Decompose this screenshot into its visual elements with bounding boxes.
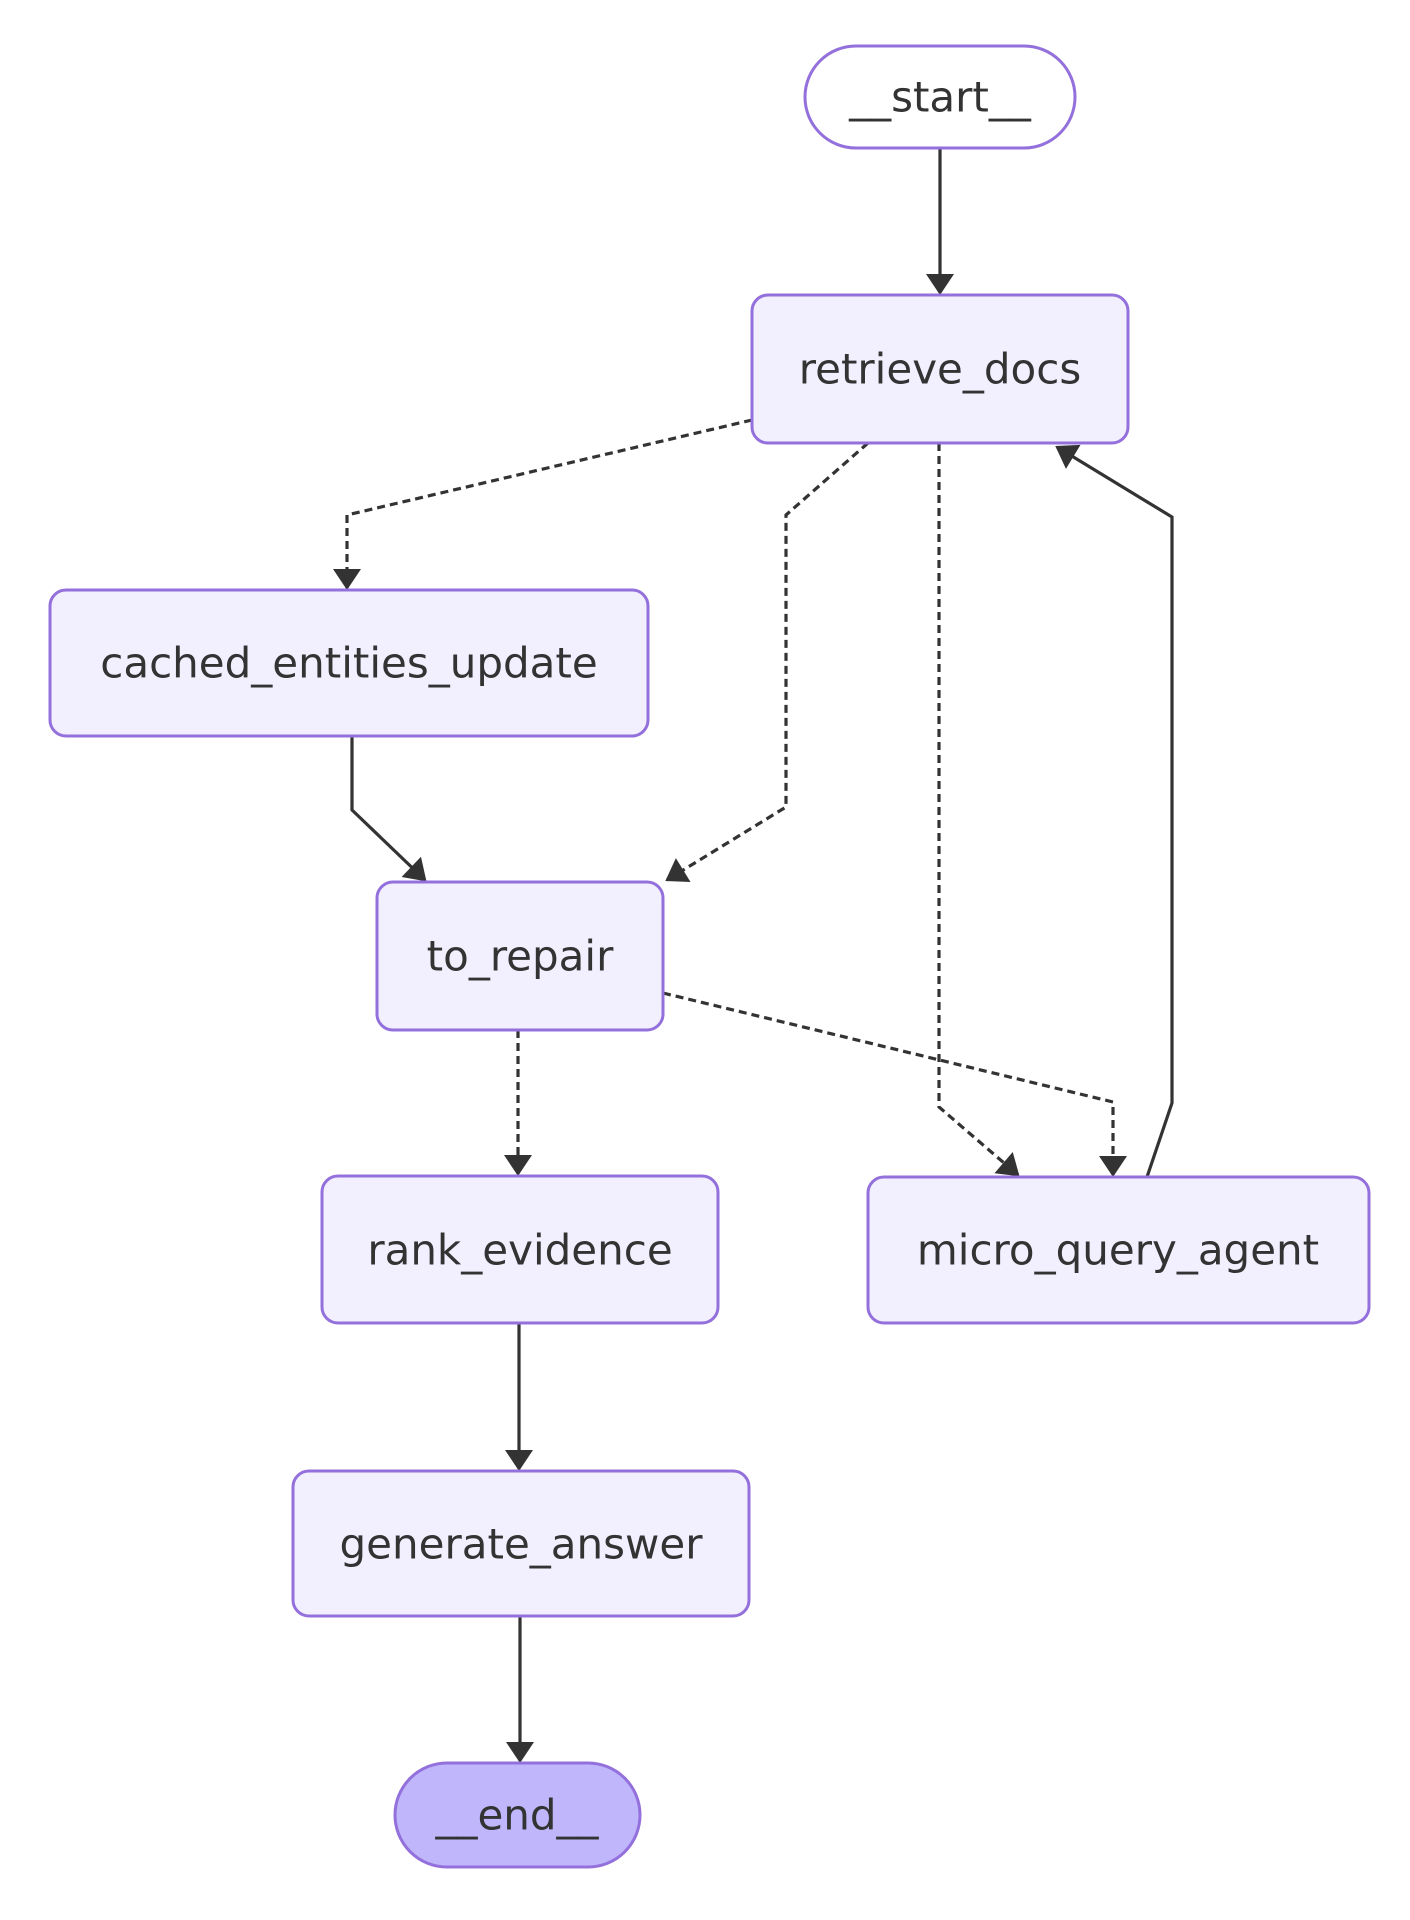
node-cached-entities-update: cached_entities_update [48, 588, 650, 738]
cached-entities-update-node-label: cached_entities_update [100, 639, 597, 688]
node-end: __end__ [393, 1761, 642, 1869]
edge-retrieve-docs-to-micro-query-agent [937, 443, 1020, 1177]
retrieve-docs-node-shape [750, 293, 1130, 445]
generate-answer-node-shape [291, 1469, 751, 1618]
cached-entities-update-node-shape [48, 588, 650, 738]
end-node-shape [393, 1761, 642, 1869]
to-repair-node-label: to_repair [427, 932, 614, 981]
end-node-label: __end__ [434, 1791, 599, 1840]
node-start: __start__ [803, 44, 1077, 150]
generate-answer-node-label: generate_answer [340, 1520, 704, 1569]
start-node-label: __start__ [848, 73, 1032, 122]
to-repair-node-shape [375, 880, 665, 1032]
rank-evidence-node-shape [320, 1174, 720, 1325]
node-to-repair: to_repair [375, 880, 665, 1032]
edge-retrieve-docs-to-to-repair [665, 441, 870, 882]
node-micro-query-agent: micro_query_agent [866, 1175, 1371, 1325]
node-retrieve-docs: retrieve_docs [750, 293, 1130, 445]
node-rank-evidence: rank_evidence [320, 1174, 720, 1325]
rank-evidence-node-label: rank_evidence [367, 1226, 672, 1275]
edge-cached-entities-update-to-to-repair [350, 736, 427, 882]
edge-retrieve-docs-to-cached-entities-update [333, 418, 753, 590]
micro-query-agent-node-label: micro_query_agent [917, 1226, 1319, 1275]
retrieve-docs-node-label: retrieve_docs [799, 345, 1081, 394]
start-node-shape [803, 44, 1077, 150]
edge-micro-query-agent-to-retrieve-docs [1055, 444, 1174, 1178]
node-generate-answer: generate_answer [291, 1469, 751, 1618]
micro-query-agent-node-shape [866, 1175, 1371, 1325]
edge-to-repair-to-micro-query-agent [662, 991, 1127, 1177]
